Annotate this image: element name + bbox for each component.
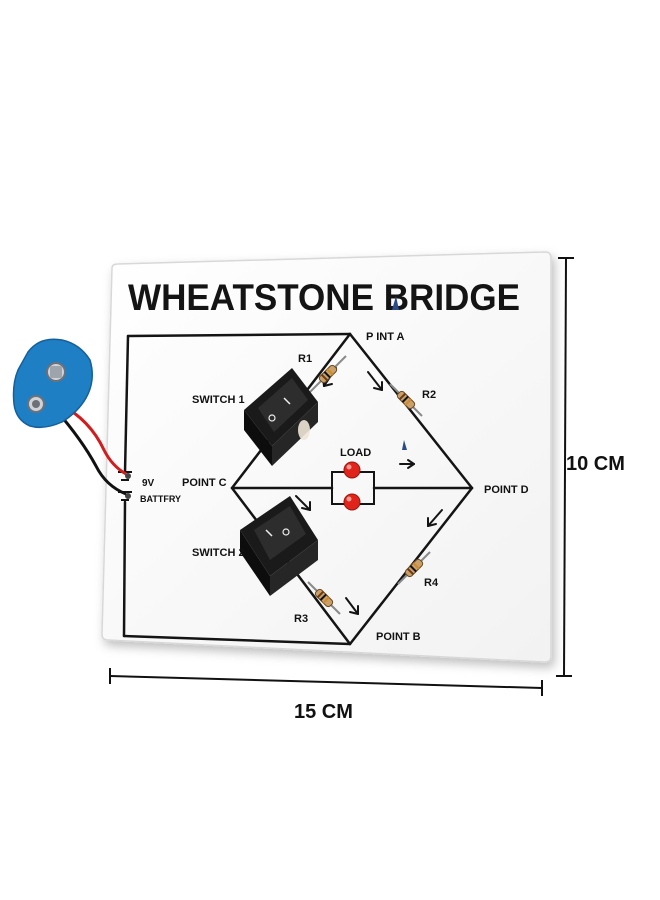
label-point-a: P INT A xyxy=(366,331,405,343)
dimension-width-line xyxy=(109,668,543,696)
battery-solder-point xyxy=(125,493,131,499)
label-battery-voltage: 9V xyxy=(142,478,155,489)
label-point-c: POINT C xyxy=(182,477,227,489)
resistor-r1 xyxy=(309,355,347,393)
led-bottom xyxy=(343,493,361,511)
board-title: WHEATSTONE BRIDGE xyxy=(128,277,520,318)
label-switch-2: SWITCH 2 xyxy=(192,547,245,559)
current-arrows xyxy=(295,367,443,615)
label-point-b: POINT B xyxy=(376,631,421,643)
rocker-switch-2[interactable] xyxy=(240,496,318,596)
label-r3: R3 xyxy=(294,613,308,625)
arrow-r3-lower xyxy=(345,597,359,615)
battery-clip xyxy=(12,338,127,496)
label-point-d: POINT D xyxy=(484,484,529,496)
label-battery: BATTFRY xyxy=(140,494,181,504)
wire-a-to-d xyxy=(348,332,474,490)
wire-outer-left-bottom xyxy=(122,500,127,638)
wire-outer-left xyxy=(123,334,130,474)
led-top xyxy=(343,461,361,479)
arrow-r3 xyxy=(295,495,311,511)
circuit-board xyxy=(101,251,552,663)
ink-mark xyxy=(402,440,407,450)
resistor-r2 xyxy=(389,383,423,417)
label-r2: R2 xyxy=(422,389,436,401)
rocker-switch-1[interactable] xyxy=(244,368,318,466)
dimension-width-label: 15 CM xyxy=(294,701,353,723)
dimension-height-line xyxy=(556,257,574,677)
resistor-r4 xyxy=(397,551,431,585)
label-switch-1: SWITCH 1 xyxy=(192,394,245,406)
wire-outer-top xyxy=(126,332,352,338)
ink-mark xyxy=(392,296,399,310)
resistor-r3 xyxy=(307,581,341,615)
load-leds xyxy=(343,461,361,511)
arrow-r2 xyxy=(367,371,383,391)
arrow-r4 xyxy=(427,509,443,527)
battery-solder-point xyxy=(125,473,131,479)
label-load: LOAD xyxy=(340,447,371,459)
arrow-load xyxy=(399,459,415,469)
label-r1: R1 xyxy=(298,353,312,365)
wire-outer-bottom xyxy=(122,634,352,646)
label-r4: R4 xyxy=(424,577,439,589)
dimension-height-label: 10 CM xyxy=(566,453,625,475)
